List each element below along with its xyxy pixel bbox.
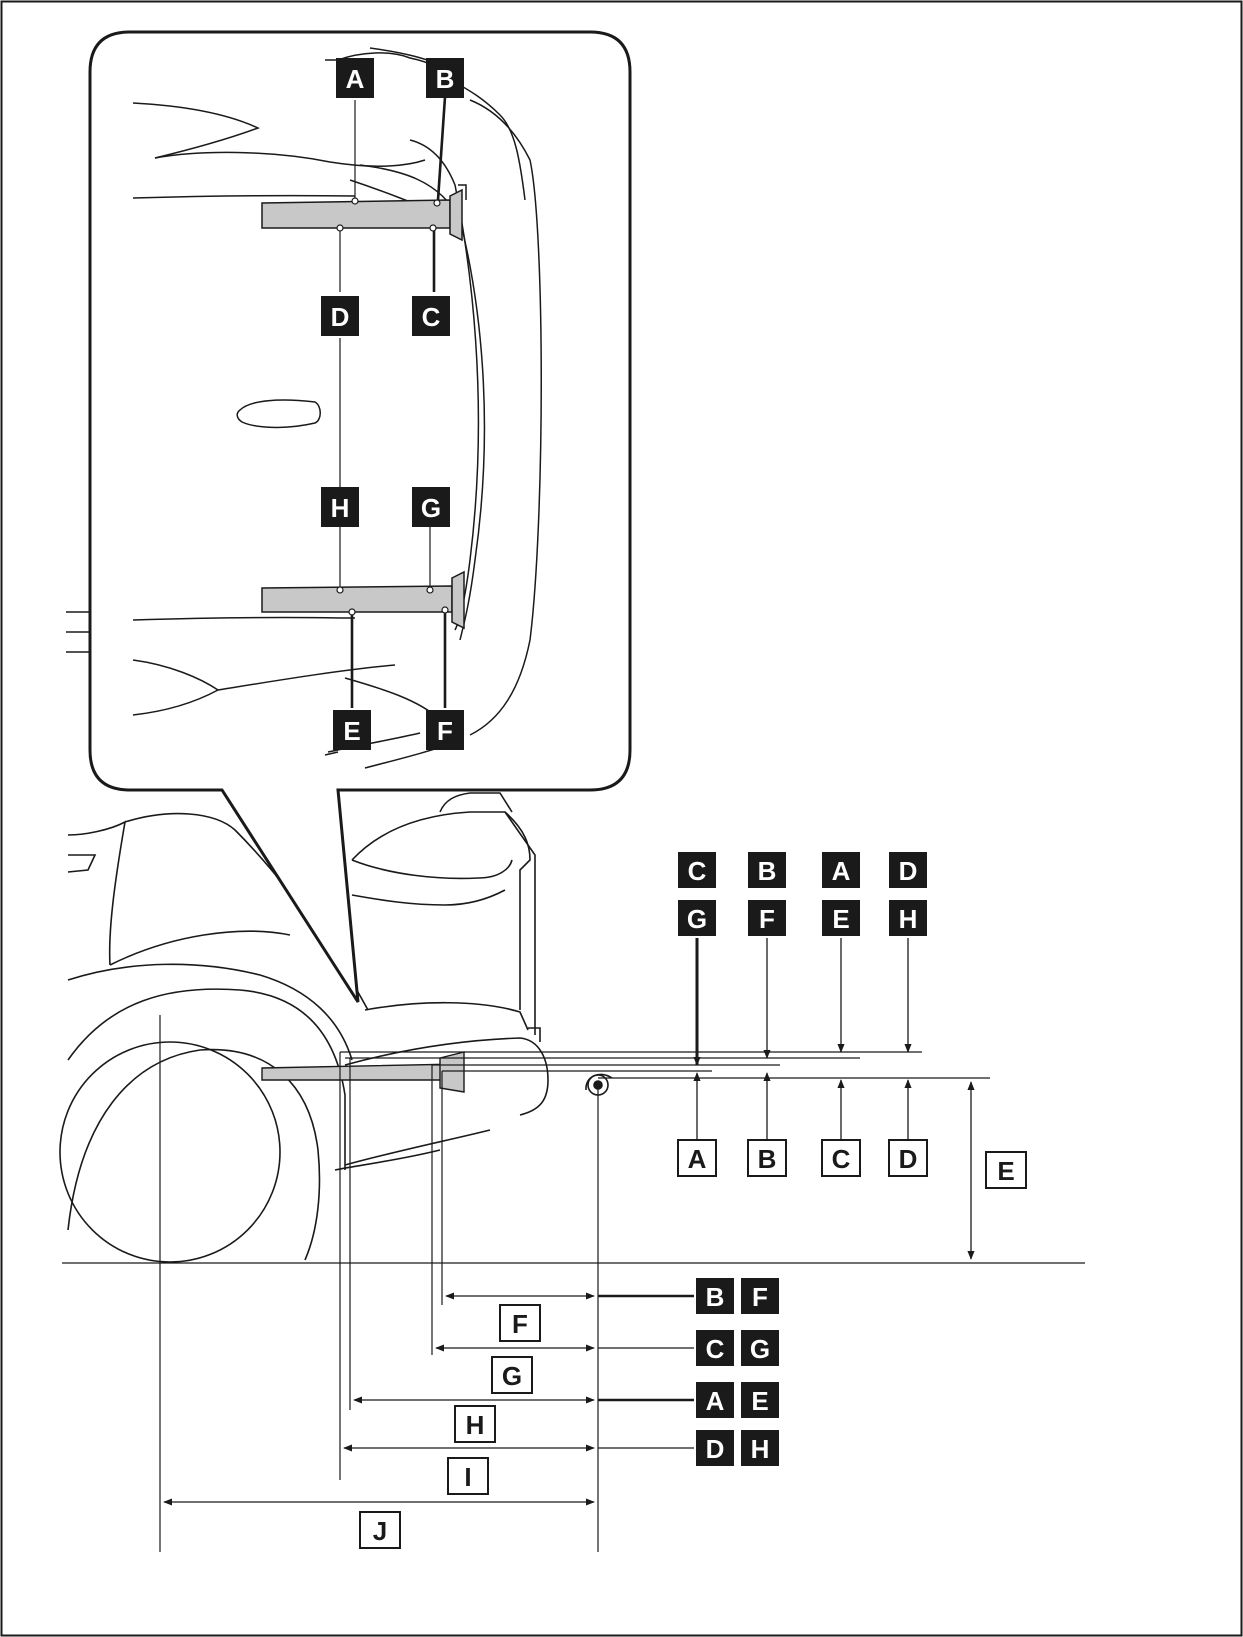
- vref-label-c-text: C: [688, 856, 707, 886]
- vref-label-a-text: A: [832, 856, 851, 886]
- wheel-arch: [67, 988, 346, 1170]
- vref-label-b-text: B: [758, 856, 777, 886]
- dim-label-e: E: [985, 1151, 1027, 1189]
- hdim-point-a-text: A: [706, 1386, 725, 1416]
- dim-label-f-text: F: [512, 1309, 528, 1339]
- callout-label-h-text: H: [331, 493, 350, 523]
- hdim-point-g-text: G: [750, 1334, 770, 1364]
- dim-label-g: G: [491, 1356, 533, 1394]
- callout-label-g: G: [412, 487, 450, 527]
- callout-label-d: D: [321, 296, 359, 336]
- dim-label-d: D: [888, 1139, 928, 1177]
- vref-label-h-text: H: [899, 904, 918, 934]
- hdim-points-bf: B F: [696, 1278, 779, 1314]
- callout-label-e: E: [333, 710, 371, 750]
- vref-label-a: A: [822, 852, 860, 888]
- horizontal-dimension-arrows: [163, 1292, 694, 1506]
- callout-label-b: B: [426, 58, 464, 98]
- dim-label-b-text: B: [758, 1144, 777, 1174]
- lower-bracket: [261, 1051, 465, 1093]
- reference-lines: [62, 1015, 1085, 1552]
- vref-label-e: E: [822, 900, 860, 936]
- vref-label-b: B: [748, 852, 786, 888]
- hdim-point-d-text: D: [706, 1434, 725, 1464]
- hdim-points-dh: D H: [696, 1430, 779, 1466]
- vertical-arrows-up: [693, 1072, 912, 1145]
- dim-label-h: H: [454, 1405, 496, 1443]
- vehicle-outline: [59, 792, 613, 1263]
- vref-label-d: D: [889, 852, 927, 888]
- callout-upper-bracket: [261, 184, 467, 242]
- hdim-point-f-text: F: [752, 1282, 768, 1312]
- callout-label-f: F: [426, 710, 464, 750]
- hdim-point-c-text: C: [706, 1334, 725, 1364]
- vref-label-g-text: G: [687, 904, 707, 934]
- callout-label-a: A: [336, 58, 374, 98]
- vref-label-f-text: F: [759, 904, 775, 934]
- hdim-point-h-text: H: [751, 1434, 770, 1464]
- vertical-arrows-down: [693, 938, 912, 1066]
- hdim-point-e-text: E: [751, 1386, 768, 1416]
- dim-label-d-text: D: [899, 1144, 918, 1174]
- dim-label-i: I: [447, 1457, 489, 1495]
- callout-label-h: H: [321, 487, 359, 527]
- callout-label-b-text: B: [436, 64, 455, 94]
- tire-outline: [67, 1048, 321, 1261]
- dim-label-a: A: [677, 1139, 717, 1177]
- callout-point-markers: [336, 197, 449, 616]
- callout-bubble: [88, 30, 632, 1003]
- vref-label-e-text: E: [832, 904, 849, 934]
- callout-label-a-text: A: [346, 64, 365, 94]
- dim-label-f: F: [499, 1304, 541, 1342]
- hdim-points-cg: C G: [696, 1330, 779, 1366]
- hdim-points-ae: A E: [696, 1382, 779, 1418]
- rear-wheel: [59, 1041, 281, 1263]
- dim-label-j: J: [359, 1511, 401, 1549]
- hdim-point-b-text: B: [706, 1282, 725, 1312]
- dim-label-e-text: E: [997, 1156, 1014, 1186]
- dim-label-a-text: A: [688, 1144, 707, 1174]
- callout-label-d-text: D: [331, 302, 350, 332]
- vref-label-c: C: [678, 852, 716, 888]
- dim-label-i-text: I: [464, 1462, 471, 1492]
- callout-label-c: C: [412, 296, 450, 336]
- vref-label-g: G: [678, 900, 716, 936]
- callout-label-g-text: G: [421, 493, 441, 523]
- vref-label-d-text: D: [899, 856, 918, 886]
- callout-label-c-text: C: [422, 302, 441, 332]
- vref-label-f: F: [748, 900, 786, 936]
- callout-label-e-text: E: [343, 716, 360, 746]
- dim-label-c-text: C: [832, 1144, 851, 1174]
- dim-label-c: C: [821, 1139, 861, 1177]
- dim-label-h-text: H: [466, 1410, 485, 1440]
- dim-label-g-text: G: [502, 1361, 522, 1391]
- callout-label-f-text: F: [437, 716, 453, 746]
- callout-leaders: [339, 96, 447, 708]
- dim-label-j-text: J: [373, 1516, 387, 1546]
- callout-detail: [66, 47, 542, 769]
- dim-label-b: B: [747, 1139, 787, 1177]
- callout-lower-bracket: [261, 570, 465, 630]
- vref-label-h: H: [889, 900, 927, 936]
